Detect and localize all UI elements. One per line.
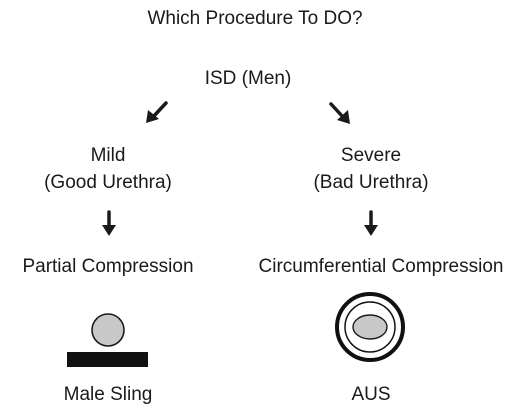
sling-bar [67,352,148,367]
arrow-mild-down [102,212,116,236]
arrow-root-to-severe [331,104,350,124]
severe-severity-label: Severe [341,144,401,168]
diagram-title: Which Procedure To DO? [147,7,362,31]
severe-urethra-label: (Bad Urethra) [313,171,428,195]
arrow-severe-down [364,212,378,236]
partial-compression-label: Partial Compression [22,255,193,279]
arrow-root-to-mild [146,103,166,123]
aus-label: AUS [351,383,390,407]
root-node-label: ISD (Men) [205,67,292,91]
male-sling-illustration [67,314,148,367]
mild-urethra-label: (Good Urethra) [44,171,172,195]
urethra-ellipse-aus [353,315,387,339]
mild-severity-label: Mild [91,144,126,168]
male-sling-label: Male Sling [64,383,153,407]
circumferential-compression-label: Circumferential Compression [259,255,504,279]
urethra-circle-sling [92,314,124,346]
aus-illustration [337,294,403,360]
